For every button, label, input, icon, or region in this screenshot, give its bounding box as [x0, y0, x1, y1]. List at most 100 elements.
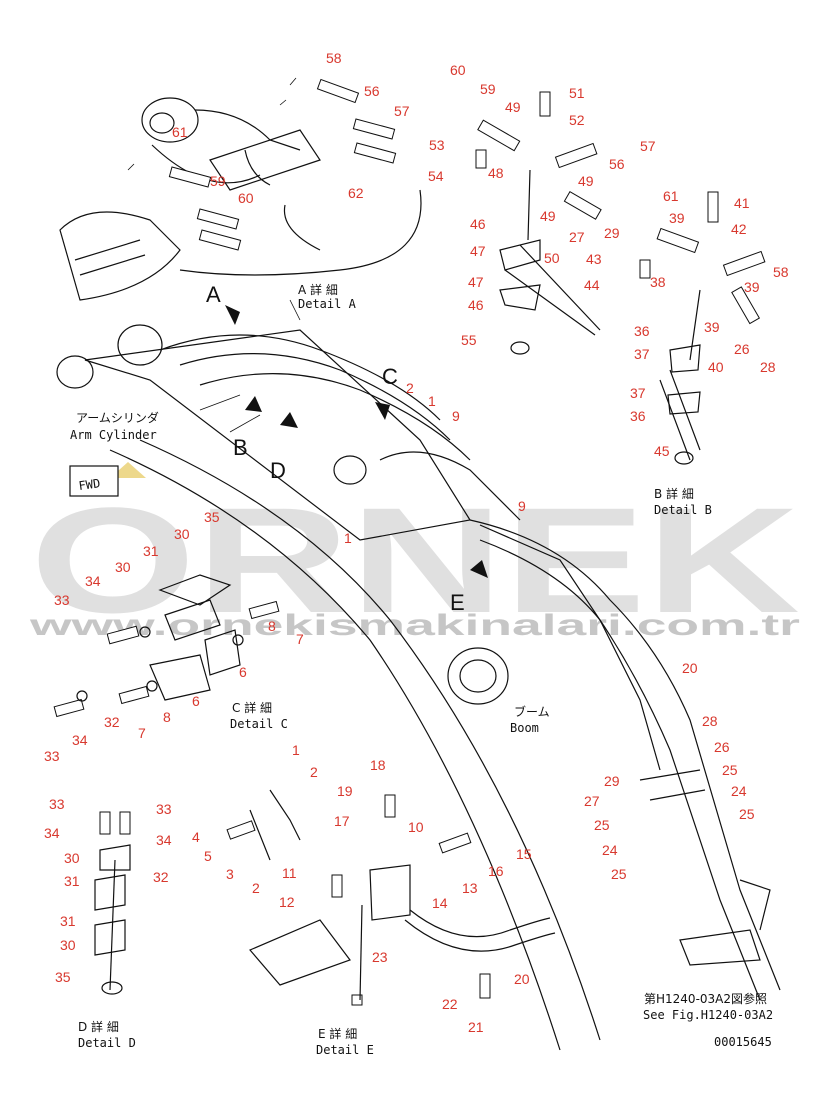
detail-a-part-numbers: 58 56 57 61 59 60 62	[172, 50, 410, 206]
detail-b-caption-jp: B 詳 細	[654, 486, 694, 501]
part-number: 13	[462, 880, 478, 896]
part-number: 27	[569, 229, 585, 245]
part-number: 37	[630, 385, 646, 401]
main-part-numbers: 2 1 9 9 1 20 28 26 25 29 24 27 25 25 24 …	[344, 380, 755, 882]
part-number: 24	[731, 783, 747, 799]
part-number: 60	[450, 62, 466, 78]
part-number: 32	[104, 714, 120, 730]
part-number: 30	[64, 850, 80, 866]
part-number: 33	[54, 592, 70, 608]
part-number: 16	[488, 863, 504, 879]
part-number: 4	[192, 829, 200, 845]
part-number: 35	[204, 509, 220, 525]
detail-b-drawing	[475, 91, 766, 465]
part-number: 41	[734, 195, 750, 211]
part-number: 18	[370, 757, 386, 773]
detail-d-part-numbers: 33 33 34 34 30 32 31 31 30 35	[44, 796, 172, 985]
part-number: 49	[540, 208, 556, 224]
view-letter-d: D	[270, 458, 286, 483]
part-number: 1	[344, 530, 352, 546]
see-fig-caption-jp: 第H1240-03A2図参照	[644, 991, 767, 1006]
part-number: 54	[428, 168, 444, 184]
watermark: ORNEK www.ornekismakinalari.com.tr	[28, 462, 801, 644]
part-number: 37	[634, 346, 650, 362]
part-number: 58	[326, 50, 342, 66]
part-number: 34	[156, 832, 172, 848]
main-drawing	[56, 299, 781, 1051]
part-number: 27	[584, 793, 600, 809]
part-number: 28	[760, 359, 776, 375]
part-number: 36	[634, 323, 650, 339]
part-number: 24	[602, 842, 618, 858]
part-number: 57	[640, 138, 656, 154]
part-number: 7	[138, 725, 146, 741]
part-number: 33	[44, 748, 60, 764]
part-number: 12	[279, 894, 295, 910]
part-number: 56	[609, 156, 625, 172]
part-number: 47	[468, 274, 484, 290]
part-number: 28	[702, 713, 718, 729]
detail-c-drawing	[53, 574, 280, 718]
part-number: 15	[516, 846, 532, 862]
part-number: 62	[348, 185, 364, 201]
part-number: 2	[252, 880, 260, 896]
part-number: 45	[654, 443, 670, 459]
part-number: 1	[292, 742, 300, 758]
watermark-brand: ORNEK	[30, 476, 800, 644]
part-number: 46	[470, 216, 486, 232]
part-number: 7	[296, 631, 304, 647]
part-number: 23	[372, 949, 388, 965]
part-number: 53	[429, 137, 445, 153]
view-letter-b: B	[233, 435, 248, 460]
part-number: 34	[85, 573, 101, 589]
part-number: 58	[773, 264, 789, 280]
part-number: 19	[337, 783, 353, 799]
part-number: 14	[432, 895, 448, 911]
captions: A 詳 細 Detail A B 詳 細 Detail B C 詳 細 Deta…	[70, 282, 773, 1057]
part-number: 9	[452, 408, 460, 424]
part-number: 40	[708, 359, 724, 375]
part-number: 22	[442, 996, 458, 1012]
detail-a-drawing	[59, 77, 422, 301]
part-number: 10	[408, 819, 424, 835]
part-number: 61	[172, 124, 188, 140]
part-number: 52	[569, 112, 585, 128]
part-number: 5	[204, 848, 212, 864]
detail-e-caption: Detail E	[316, 1043, 374, 1057]
part-number: 33	[156, 801, 172, 817]
part-number: 55	[461, 332, 477, 348]
detail-c-caption-jp: C 詳 細	[232, 700, 272, 715]
part-number: 34	[72, 732, 88, 748]
view-letter-a: A	[206, 282, 221, 307]
part-number: 8	[268, 618, 276, 634]
see-fig-caption: See Fig.H1240-03A2	[643, 1008, 773, 1022]
part-number: 38	[650, 274, 666, 290]
detail-d-drawing	[94, 811, 131, 995]
part-number: 49	[505, 99, 521, 115]
part-number: 6	[239, 664, 247, 680]
arm-cylinder-caption: Arm Cylinder	[70, 428, 157, 442]
part-number: 48	[488, 165, 504, 181]
part-number: 39	[744, 279, 760, 295]
part-number: 42	[731, 221, 747, 237]
part-number: 35	[55, 969, 71, 985]
part-number: 30	[174, 526, 190, 542]
part-number: 31	[60, 913, 76, 929]
part-number: 25	[722, 762, 738, 778]
detail-a-caption-jp: A 詳 細	[298, 282, 338, 297]
part-number: 36	[630, 408, 646, 424]
part-number: 59	[210, 173, 226, 189]
part-number: 25	[594, 817, 610, 833]
part-number: 46	[468, 297, 484, 313]
part-number: 30	[60, 937, 76, 953]
detail-a-caption: Detail A	[298, 297, 357, 311]
part-number: 6	[192, 693, 200, 709]
drawing-number: 00015645	[714, 1035, 772, 1049]
part-number: 31	[143, 543, 159, 559]
fwd-label: FWD	[78, 476, 101, 493]
part-number: 33	[49, 796, 65, 812]
detail-e-drawing	[226, 789, 556, 1006]
detail-c-part-numbers: 35 30 31 30 34 33 8 7 6 6 32 8 7 33 34	[44, 509, 304, 764]
part-number: 60	[238, 190, 254, 206]
